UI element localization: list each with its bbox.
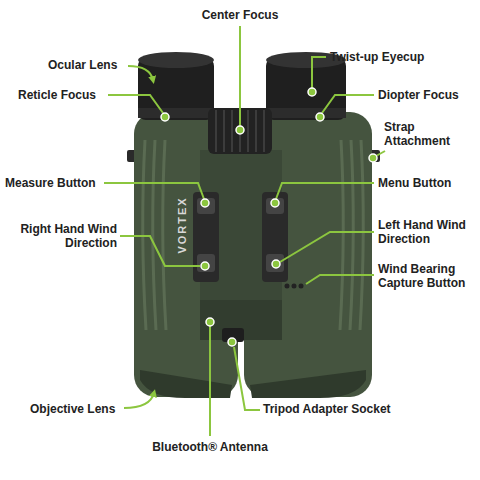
part-label: Tripod Adapter Socket	[263, 402, 413, 416]
part-label: Left Hand Wind Direction	[378, 218, 476, 246]
part-label: Center Focus	[185, 8, 295, 22]
part-label: Strap Attachment	[384, 120, 476, 148]
part-label: Objective Lens	[30, 402, 122, 416]
brand-text: VORTEX	[176, 196, 188, 253]
part-label: Ocular Lens	[48, 58, 128, 72]
part-label: Right Hand Wind Direction	[5, 222, 117, 250]
part-label: Wind Bearing Capture Button	[378, 262, 476, 290]
part-label: Twist-up Eyecup	[330, 50, 470, 64]
part-label: Menu Button	[378, 176, 476, 190]
part-label: Reticle Focus	[18, 88, 108, 102]
part-label: Bluetooth® Antenna	[135, 440, 285, 454]
part-label: Diopter Focus	[378, 88, 476, 102]
part-label: Measure Button	[5, 176, 103, 190]
